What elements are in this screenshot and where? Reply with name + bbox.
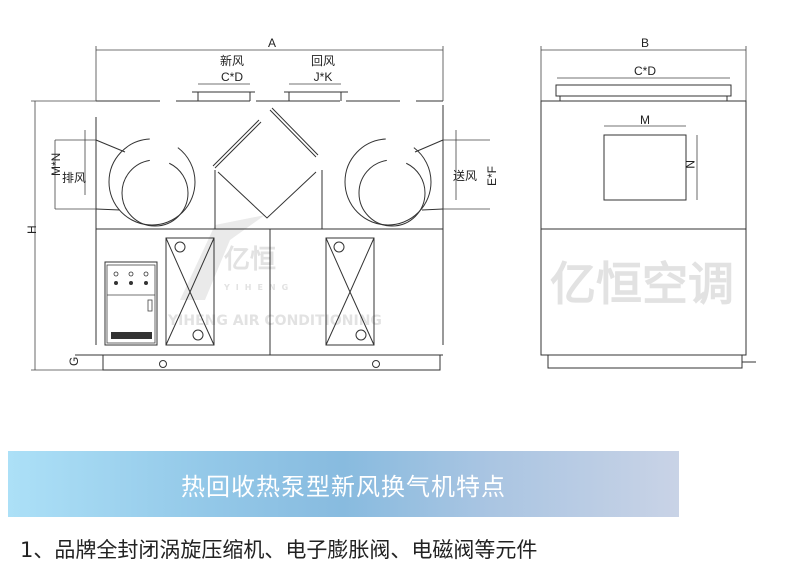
feature-item: 1、品牌全封闭涡旋压缩机、电子膨胀阀、电磁阀等元件: [20, 538, 538, 562]
opening-height-label: N: [683, 160, 697, 169]
fresh-air-dim: C*D: [221, 70, 243, 84]
return-air-label: 回风: [311, 54, 335, 68]
dim-g-label: G: [67, 357, 81, 366]
exhaust-label: 排风: [62, 171, 86, 185]
banner-title: 热回收热泵型新风换气机特点: [181, 472, 506, 501]
unit-dimension-drawing: 亿恒 YIHENG 亿恒空调 YIHENG AIR CONDITIONING A…: [25, 36, 756, 371]
fresh-air-label: 新风: [220, 53, 244, 68]
side-duct-dim: C*D: [634, 64, 656, 78]
supply-label: 送风: [453, 168, 477, 183]
watermark-brand-cn: 亿恒空调: [550, 257, 734, 311]
exhaust-dim: M*N: [49, 153, 63, 176]
watermark-brand-cn-small: 亿恒: [224, 245, 276, 275]
brand-watermark: 亿恒 YIHENG 亿恒空调 YIHENG AIR CONDITIONING: [167, 215, 734, 329]
return-air-dim: J*K: [314, 70, 333, 84]
features-banner: 热回收热泵型新风换气机特点: [8, 451, 679, 517]
supply-dim: E*F: [485, 166, 499, 186]
dim-a-label: A: [268, 36, 276, 50]
opening-width-label: M: [640, 113, 650, 127]
watermark-brand-en: YIHENG AIR CONDITIONING: [167, 313, 382, 329]
front-view: A 新风 C*D 回风 J*K H M*N 排风 送风 E*F: [25, 36, 499, 371]
dim-b-label: B: [641, 36, 649, 50]
watermark-brand-en-small: YIHENG: [223, 283, 294, 292]
dim-h-label: H: [25, 225, 39, 234]
side-view: B C*D M N: [540, 36, 756, 369]
